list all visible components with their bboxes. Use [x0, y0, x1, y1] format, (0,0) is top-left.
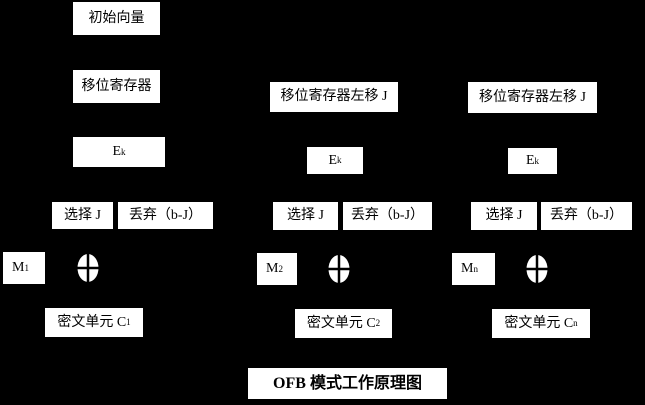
encrypt-label-sub-2: k	[337, 155, 342, 165]
shift-register-box-1: 移位寄存器	[73, 70, 160, 103]
message-label-sub-1: 1	[24, 262, 29, 273]
encrypt-label-sub-1: k	[121, 146, 126, 157]
initial-vector-label: 初始向量	[88, 10, 145, 26]
diagram-title: OFB 模式工作原理图	[273, 374, 422, 392]
shift-register-box-3: 移位寄存器左移 J	[468, 82, 597, 113]
discard-label-1: 丢弃（b-J）	[128, 207, 203, 223]
shift-register-label-1: 移位寄存器	[81, 78, 152, 94]
discard-box-3: 丢弃（b-J）	[541, 202, 632, 230]
encrypt-label-2: E	[328, 152, 338, 168]
message-label-1: M	[12, 260, 25, 275]
message-label-2: M	[266, 261, 279, 276]
ciphertext-label-1: 密文单元 C	[57, 314, 127, 330]
select-label-3: 选择 J	[485, 208, 523, 223]
ciphertext-label-sub-n: n	[573, 318, 578, 328]
shift-register-label-3: 移位寄存器左移 J	[479, 89, 586, 105]
initial-vector-box: 初始向量	[73, 2, 160, 35]
xor-icon-2	[328, 255, 350, 283]
select-box-2: 选择 J	[273, 202, 338, 230]
encrypt-label-1: E	[112, 144, 122, 159]
xor-icon-3	[526, 255, 548, 283]
xor-icon-1	[77, 254, 99, 282]
discard-box-2: 丢弃（b-J）	[343, 202, 432, 230]
encrypt-label-3: E	[525, 153, 535, 168]
select-label-2: 选择 J	[287, 208, 324, 223]
ciphertext-label-n: 密文单元 C	[504, 315, 574, 331]
ciphertext-label-sub-2: 2	[375, 318, 381, 328]
ciphertext-label-2: 密文单元 C	[306, 315, 376, 331]
discard-label-2: 丢弃（b-J）	[350, 208, 425, 223]
message-label-n: M	[461, 261, 474, 276]
shift-register-label-2: 移位寄存器左移 J	[280, 89, 388, 104]
select-box-1: 选择 J	[52, 202, 113, 229]
discard-box-1: 丢弃（b-J）	[118, 202, 213, 229]
message-label-sub-2: 2	[278, 263, 283, 274]
select-label-1: 选择 J	[64, 207, 101, 223]
message-label-sub-n: n	[473, 263, 478, 274]
select-box-3: 选择 J	[471, 202, 537, 230]
encrypt-label-sub-3: k	[534, 155, 540, 166]
discard-label-3: 丢弃（b-J）	[549, 208, 624, 223]
ciphertext-label-sub-1: 1	[126, 317, 131, 327]
diagram-title-box: OFB 模式工作原理图	[248, 368, 447, 399]
shift-register-box-2: 移位寄存器左移 J	[270, 82, 398, 112]
